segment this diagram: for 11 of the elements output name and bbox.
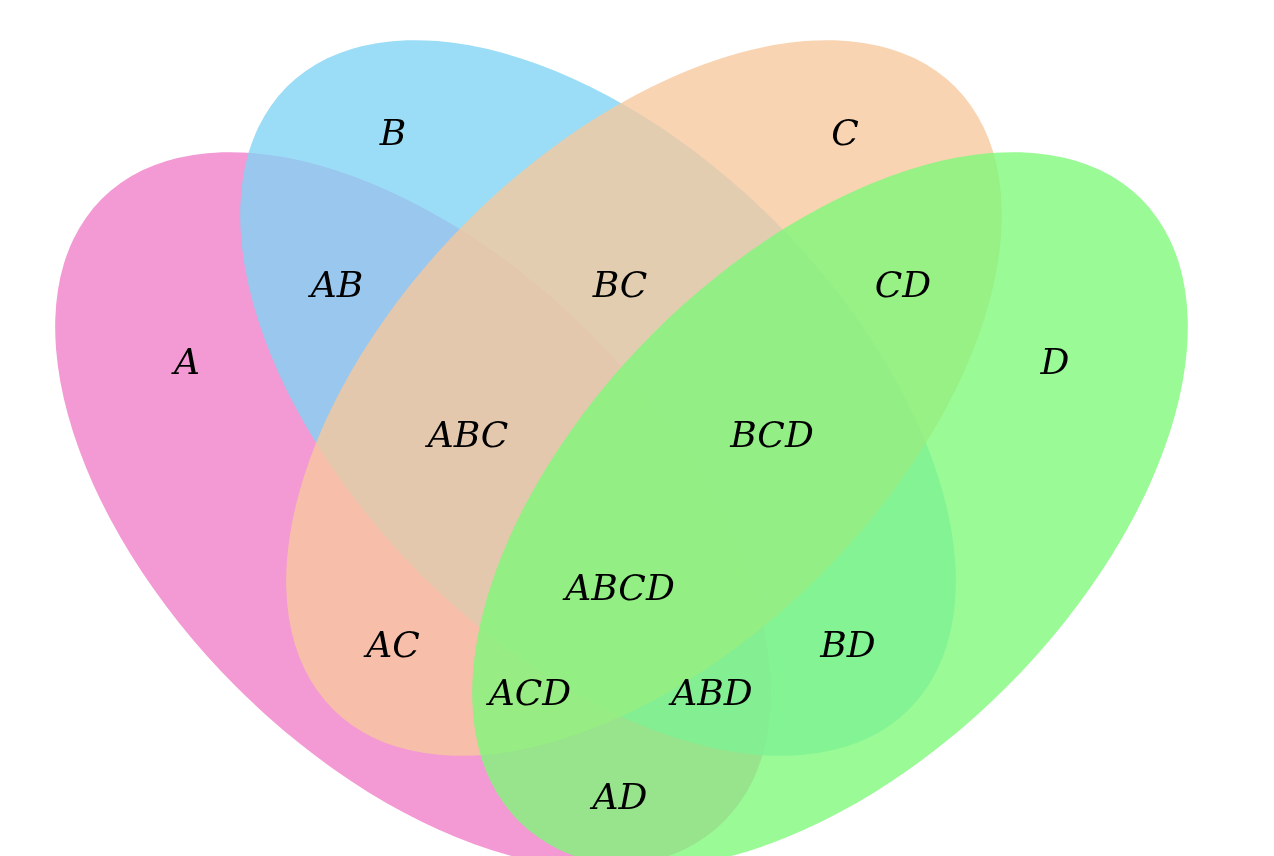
region-label: BCD (730, 417, 814, 453)
region-label: BD (820, 627, 876, 663)
region-label: CD (874, 267, 932, 303)
region-label: BC (592, 267, 648, 303)
set-label: B (379, 115, 407, 151)
region-label: AB (310, 267, 364, 303)
region-label: ACD (488, 675, 572, 711)
region-label: ABC (427, 417, 509, 453)
region-label: AD (592, 779, 648, 815)
set-label: C (831, 115, 859, 151)
set-label: D (1040, 344, 1070, 380)
